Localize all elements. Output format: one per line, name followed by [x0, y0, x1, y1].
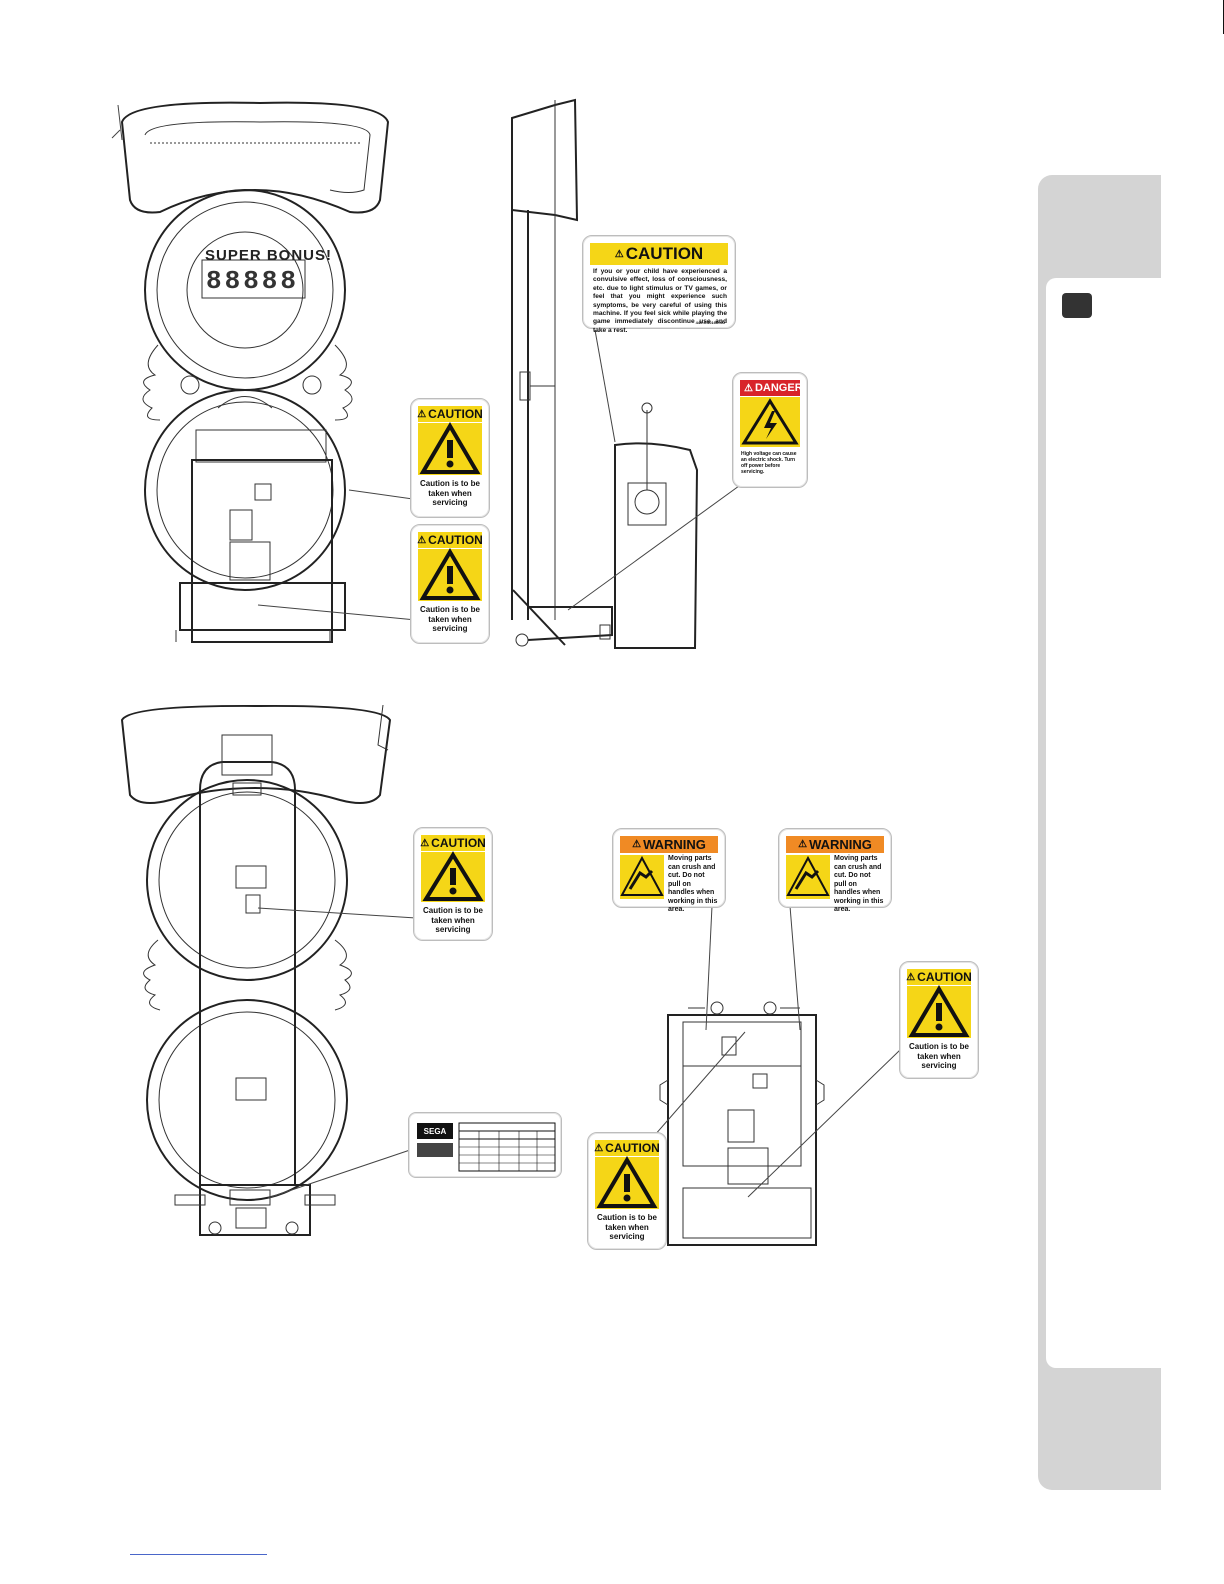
- rear-view-drawing: [120, 704, 392, 1236]
- hand-crush-icon: [620, 855, 664, 899]
- caution-text: Caution is to be taken when servicing: [597, 1213, 657, 1241]
- warning-triangle-icon: ⚠: [744, 382, 753, 394]
- exclamation-triangle-icon: ⚠: [420, 837, 430, 849]
- caution-header: ⚠ CAUTION: [590, 243, 728, 265]
- exclamation-triangle-icon: ⚠: [614, 248, 624, 260]
- exclamation-triangle-icon: [908, 985, 970, 1037]
- warning-text: Moving parts can crush and cut. Do not p…: [668, 855, 718, 913]
- caution-header: ⚠CAUTION: [594, 1140, 660, 1156]
- photosensitivity-warning-text: If you or your child have experienced a …: [593, 268, 727, 334]
- caution-header: ⚠CAUTION: [417, 406, 483, 422]
- danger-header: ⚠ DANGER: [740, 380, 803, 396]
- warning-label-1: ⚠WARNING Moving parts can crush and cut.…: [612, 828, 726, 913]
- caution-pictogram: [421, 851, 485, 902]
- caution-label-1: ⚠CAUTION Caution is to be taken when ser…: [410, 398, 490, 518]
- warning-triangle-icon: ⚠: [798, 839, 808, 850]
- caution-label-5: ⚠CAUTION Caution is to be taken when ser…: [587, 1132, 667, 1250]
- caution-label-2: ⚠CAUTION Caution is to be taken when ser…: [410, 524, 490, 644]
- warning-header: ⚠WARNING: [620, 836, 718, 853]
- footer-link-line[interactable]: [130, 1554, 267, 1555]
- open-front-view-drawing: [659, 1001, 825, 1246]
- lightning-icon: [741, 398, 799, 445]
- warning-label-2: ⚠WARNING Moving parts can crush and cut.…: [778, 828, 892, 913]
- sega-logo: SEGA: [417, 1123, 453, 1139]
- caution-text: Caution is to be taken when servicing: [420, 479, 480, 507]
- shock-pictogram: [740, 397, 800, 447]
- score-digits: 88888: [206, 266, 300, 296]
- warning-header: ⚠WARNING: [786, 836, 884, 853]
- warning-triangle-icon: ⚠: [632, 839, 642, 850]
- plate-spec-table: [458, 1122, 556, 1172]
- exclamation-triangle-icon: ⚠: [417, 534, 427, 546]
- exclamation-triangle-icon: [419, 422, 481, 474]
- caution-label-4: ⚠CAUTION Caution is to be taken when ser…: [899, 961, 979, 1079]
- caution-label-3: ⚠CAUTION Caution is to be taken when ser…: [413, 827, 493, 941]
- high-voltage-danger-label: ⚠ DANGER High voltage can cause an elect…: [732, 372, 808, 488]
- exclamation-triangle-icon: [596, 1156, 658, 1208]
- hand-crush-icon: [786, 855, 830, 899]
- exclamation-triangle-icon: ⚠: [594, 1142, 604, 1154]
- caution-pictogram: [907, 985, 971, 1038]
- danger-text: High voltage can cause an electric shock…: [741, 451, 797, 475]
- caution-pictogram: [418, 422, 482, 475]
- exclamation-triangle-icon: [422, 851, 484, 901]
- photosensitivity-caution-label: ⚠ CAUTION If you or your child have expe…: [582, 235, 736, 334]
- front-view-drawing: [111, 101, 390, 643]
- caution-text: Caution is to be taken when servicing: [909, 1042, 969, 1070]
- side-view-drawing: [511, 98, 699, 649]
- plate-barcode-block: [417, 1143, 453, 1157]
- exclamation-triangle-icon: ⚠: [906, 971, 916, 983]
- caution-header: ⚠CAUTION: [417, 532, 483, 548]
- caution-header: ⚠CAUTION: [906, 969, 972, 985]
- caution-text: Caution is to be taken when servicing: [420, 605, 480, 633]
- chapter-side-tab: [1038, 175, 1161, 1490]
- chapter-marker: [1062, 293, 1092, 318]
- exclamation-triangle-icon: [419, 548, 481, 600]
- caution-pictogram: [418, 548, 482, 601]
- exclamation-triangle-icon: ⚠: [417, 408, 427, 420]
- warning-text: Moving parts can crush and cut. Do not p…: [834, 855, 884, 913]
- super-bonus-display: SUPER BONUS!: [205, 247, 333, 264]
- label-code: 440-CS0166-XU: [695, 320, 725, 325]
- production-plate-label: SEGA: [408, 1112, 562, 1178]
- caution-pictogram: [595, 1156, 659, 1209]
- caution-header: ⚠CAUTION: [420, 835, 486, 851]
- caution-text: Caution is to be taken when servicing: [423, 906, 483, 934]
